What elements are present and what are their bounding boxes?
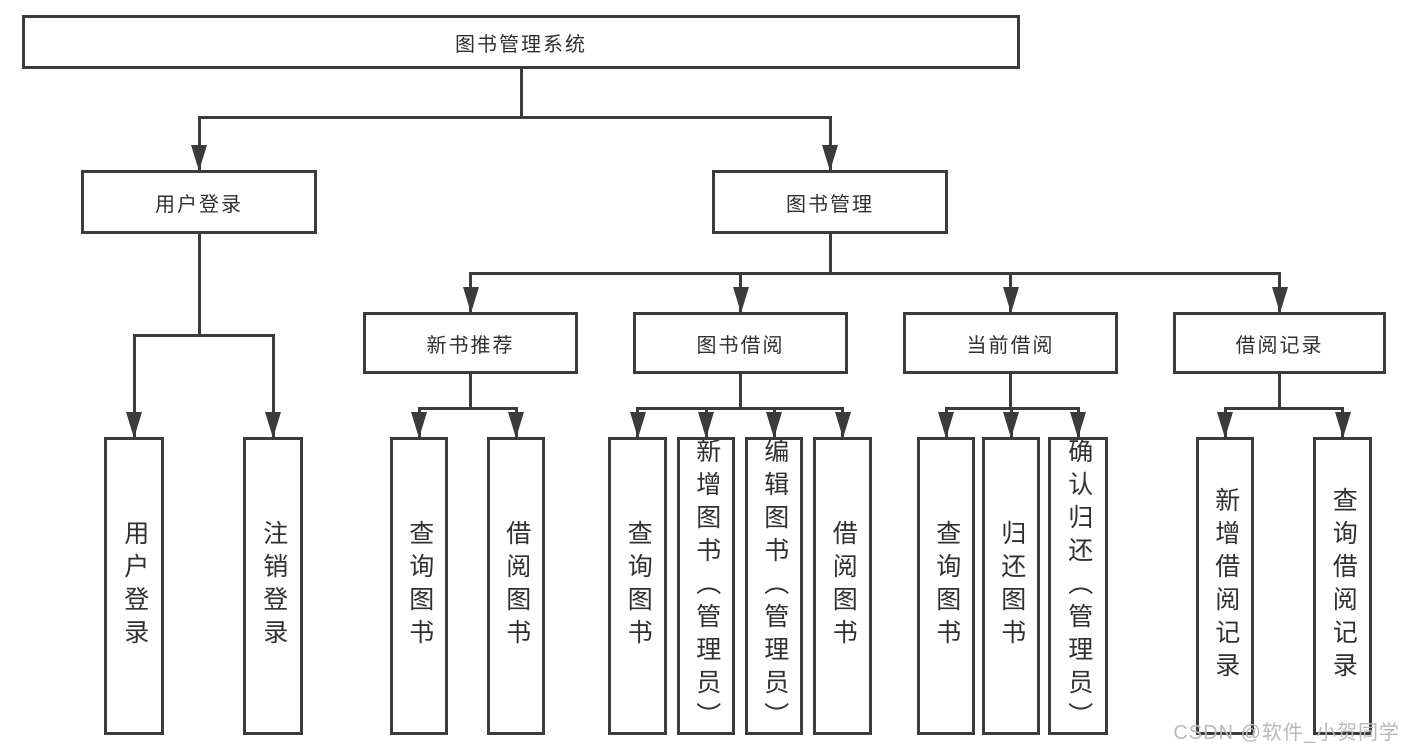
leaf-label: 归还图书 (997, 520, 1026, 652)
arrow-down-icon (732, 287, 749, 313)
connector-line (828, 234, 832, 275)
leaf-query-borrow-record: 查询借阅记录 (1313, 437, 1372, 735)
connector-line (469, 374, 472, 410)
leaf-label: 查询借阅记录 (1329, 487, 1358, 685)
arrow-down-icon (1003, 412, 1019, 438)
leaf-label: 用户登录 (120, 520, 149, 652)
leaf-label: 借阅图书 (502, 520, 531, 652)
leaf-label: 查询图书 (932, 520, 961, 652)
connector-line (519, 69, 523, 119)
leaf-query-books-borrow: 查询图书 (608, 437, 667, 735)
arrow-down-icon (1334, 412, 1351, 438)
connector-line (1009, 374, 1012, 410)
arrow-down-icon (508, 412, 524, 438)
arrow-down-icon (1070, 412, 1086, 438)
leaf-confirm-return-admin: 确认归还（管理员） (1048, 437, 1108, 735)
leaf-logout: 注销登录 (243, 437, 303, 735)
connector-line (132, 333, 275, 337)
connector-line (739, 374, 742, 410)
leaf-label: 编辑图书（管理员） (760, 437, 789, 735)
connector-line (197, 117, 201, 170)
arrow-down-icon (834, 412, 851, 438)
arrow-down-icon (766, 412, 782, 438)
arrow-down-icon (1002, 287, 1019, 313)
node-book-management: 图书管理 (712, 170, 948, 234)
connector-line (197, 234, 201, 337)
arrow-down-icon (1217, 412, 1233, 438)
leaf-label: 查询图书 (405, 520, 434, 652)
arrow-down-icon (629, 412, 646, 438)
leaf-user-login: 用户登录 (104, 437, 164, 735)
node-new-book-recommend-label: 新书推荐 (426, 334, 515, 357)
leaf-label: 确认归还（管理员） (1064, 437, 1093, 735)
connector-line (271, 335, 275, 437)
connector-line (197, 115, 832, 119)
node-root-label: 图书管理系统 (455, 33, 587, 56)
node-current-borrow: 当前借阅 (903, 312, 1118, 374)
arrow-down-icon (822, 145, 838, 171)
connector-line (1223, 406, 1344, 410)
node-borrow-records: 借阅记录 (1173, 312, 1386, 374)
watermark: CSDN @软件_小贺同学 (1173, 722, 1400, 744)
connector-line (417, 406, 518, 410)
arrow-down-icon (411, 412, 427, 438)
node-root: 图书管理系统 (22, 15, 1020, 69)
leaf-label: 注销登录 (259, 520, 288, 652)
leaf-query-books-current: 查询图书 (917, 437, 975, 735)
arrow-down-icon (698, 412, 714, 438)
connector-line (1278, 374, 1281, 410)
node-book-borrow: 图书借阅 (633, 312, 848, 374)
arrow-down-icon (1271, 287, 1288, 313)
node-new-book-recommend: 新书推荐 (363, 312, 578, 374)
arrow-down-icon (191, 145, 207, 171)
leaf-label: 新增借阅记录 (1211, 487, 1240, 685)
node-user-login-label: 用户登录 (155, 193, 243, 216)
leaf-return-books: 归还图书 (982, 437, 1040, 735)
node-book-management-label: 图书管理 (786, 193, 874, 216)
leaf-borrow-books: 借阅图书 (813, 437, 872, 735)
leaf-edit-books-admin: 编辑图书（管理员） (745, 437, 803, 735)
node-borrow-records-label: 借阅记录 (1235, 334, 1324, 357)
arrow-down-icon (126, 412, 142, 438)
leaf-query-books-recommend: 查询图书 (390, 437, 448, 735)
connector-line (828, 117, 832, 170)
arrow-down-icon (265, 412, 281, 438)
node-user-login: 用户登录 (81, 170, 317, 234)
leaf-borrow-books-recommend: 借阅图书 (487, 437, 545, 735)
connector-line (132, 335, 136, 437)
node-book-borrow-label: 图书借阅 (696, 334, 785, 357)
leaf-add-borrow-record: 新增借阅记录 (1196, 437, 1254, 735)
arrow-down-icon (462, 287, 479, 313)
node-current-borrow-label: 当前借阅 (966, 334, 1055, 357)
arrow-down-icon (938, 412, 954, 438)
leaf-label: 查询图书 (624, 520, 653, 652)
connector-line (469, 271, 1281, 275)
leaf-label: 新增图书（管理员） (692, 437, 721, 735)
leaf-add-books-admin: 新增图书（管理员） (677, 437, 735, 735)
leaf-label: 借阅图书 (829, 520, 858, 652)
